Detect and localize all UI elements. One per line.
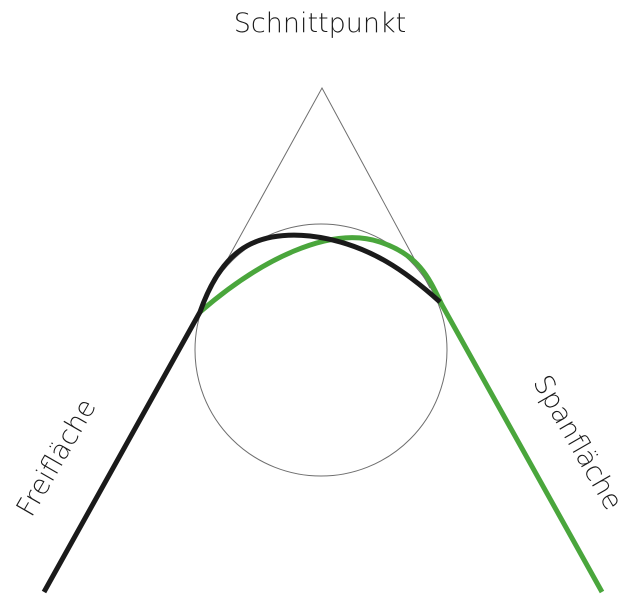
label-spanflaeche: Spanfläche: [526, 370, 628, 515]
label-freiflaeche: Freifläche: [11, 394, 103, 522]
edge-profile-black: [41, 232, 442, 594]
title-schnittpunkt: Schnittpunkt: [234, 8, 406, 39]
wedge-construction-lines: [204, 86, 431, 301]
inscribed-circle: [194, 223, 448, 477]
edge-profile-green: [198, 235, 605, 594]
